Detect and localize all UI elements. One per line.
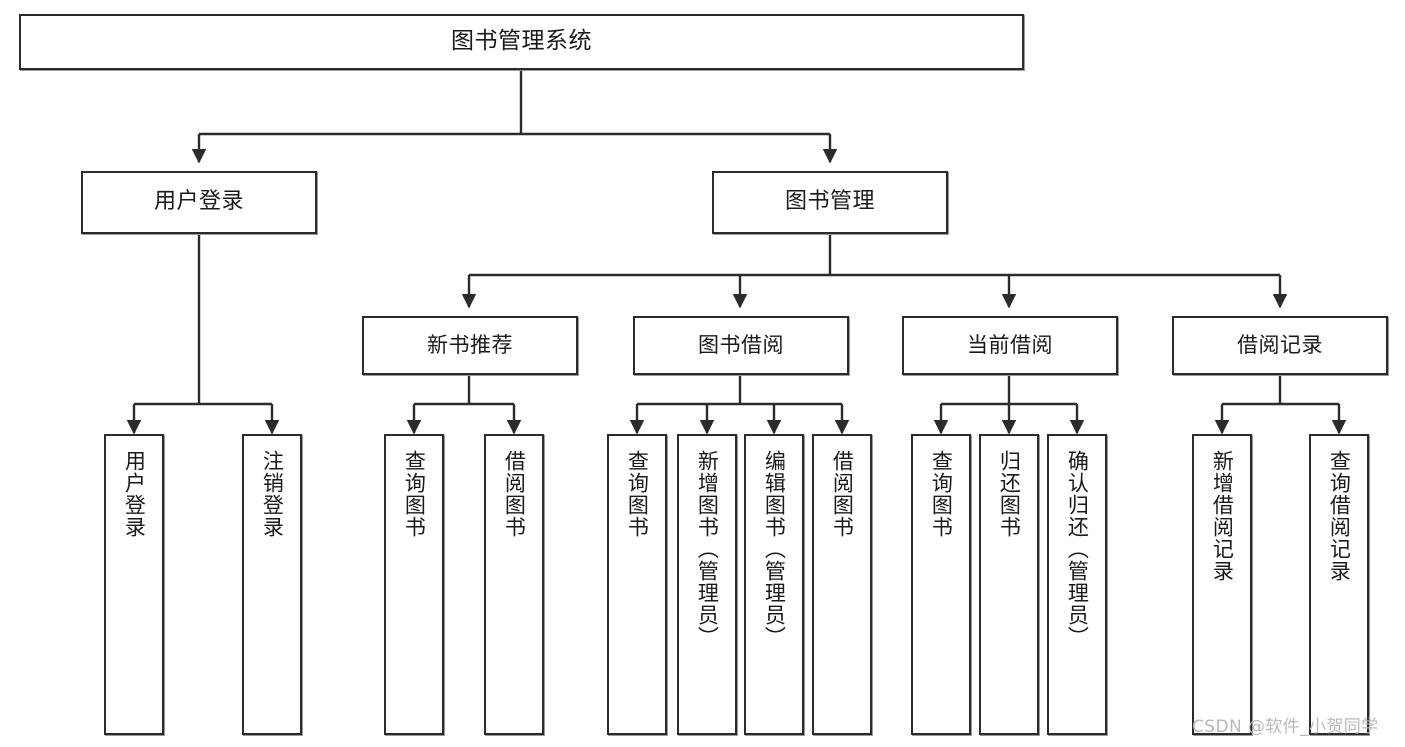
node-leaf-return-book[interactable]: 归还图书 [979,434,1039,735]
node-leaf-add-record-label: 新增借阅记录 [1210,450,1235,582]
node-leaf-query-book-1-label: 查询图书 [402,450,427,538]
node-leaf-add-book[interactable]: 新增图书（管理员） [677,434,737,735]
node-borrow-record-label: 借阅记录 [1237,332,1323,357]
node-leaf-user-login[interactable]: 用户登录 [104,434,164,735]
node-book-manage-label: 图书管理 [784,189,875,215]
node-leaf-borrow-book-1-label: 借阅图书 [502,450,527,538]
node-leaf-query-book-3-label: 查询图书 [929,450,954,538]
node-leaf-query-book-1[interactable]: 查询图书 [384,434,444,735]
node-leaf-confirm-return[interactable]: 确认归还（管理员） [1047,434,1107,735]
node-leaf-query-book-3[interactable]: 查询图书 [911,434,971,735]
node-new-book-recommend-label: 新书推荐 [427,332,513,357]
node-user-login[interactable]: 用户登录 [81,171,317,234]
node-root-label: 图书管理系统 [451,28,592,55]
node-leaf-logout-login[interactable]: 注销登录 [242,434,302,735]
node-current-borrow-label: 当前借阅 [967,332,1053,357]
node-leaf-return-book-label: 归还图书 [997,450,1022,538]
node-leaf-query-book-2-label: 查询图书 [625,450,650,538]
node-leaf-confirm-return-label: 确认归还（管理员） [1065,450,1090,648]
node-leaf-add-book-label: 新增图书（管理员） [695,450,720,648]
node-leaf-query-book-2[interactable]: 查询图书 [607,434,667,735]
node-leaf-borrow-book-2-label: 借阅图书 [830,450,855,538]
node-new-book-recommend[interactable]: 新书推荐 [362,316,578,375]
node-book-borrow[interactable]: 图书借阅 [633,316,849,375]
node-user-login-label: 用户登录 [153,189,244,215]
node-leaf-edit-book[interactable]: 编辑图书（管理员） [744,434,804,735]
node-leaf-edit-book-label: 编辑图书（管理员） [762,450,787,648]
node-borrow-record[interactable]: 借阅记录 [1172,316,1388,375]
node-leaf-add-record[interactable]: 新增借阅记录 [1192,434,1252,735]
node-current-borrow[interactable]: 当前借阅 [902,316,1118,375]
node-leaf-query-record[interactable]: 查询借阅记录 [1309,434,1369,735]
node-book-borrow-label: 图书借阅 [698,332,784,357]
node-leaf-borrow-book-2[interactable]: 借阅图书 [812,434,872,735]
node-root[interactable]: 图书管理系统 [19,14,1024,70]
node-leaf-user-login-label: 用户登录 [122,450,147,538]
node-leaf-query-record-label: 查询借阅记录 [1327,450,1352,582]
node-leaf-logout-login-label: 注销登录 [260,450,285,538]
node-book-manage[interactable]: 图书管理 [712,171,948,234]
node-leaf-borrow-book-1[interactable]: 借阅图书 [484,434,544,735]
csdn-watermark: CSDN @软件_小贺同学 [1192,717,1379,737]
